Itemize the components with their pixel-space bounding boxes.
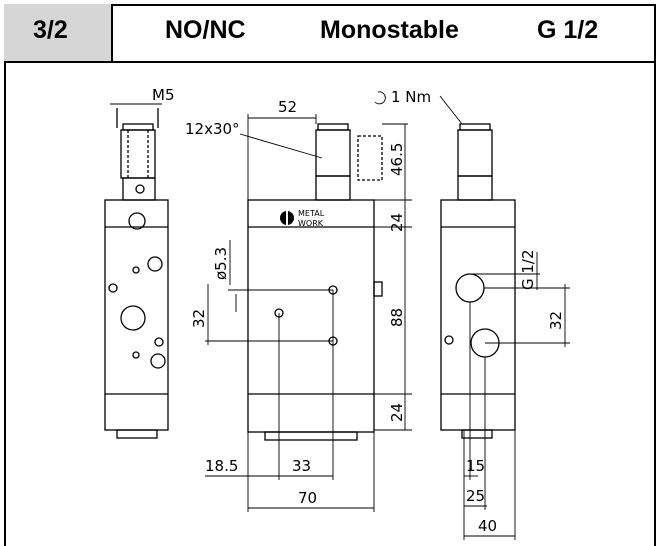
dim-25: 25 [466,487,485,505]
dim-32-left: 32 [190,309,208,328]
header-cell-function [4,4,112,62]
header-port-size: G 1/2 [537,16,599,44]
dim-33: 33 [292,457,311,475]
frame-header-line [4,61,656,63]
dim-70: 70 [298,489,317,507]
dim-88: 88 [388,308,406,327]
dim-port: G 1/2 [519,249,537,290]
dim-diameter: ø5.3 [212,247,230,280]
frame-right [654,4,656,546]
dim-15: 15 [466,457,485,475]
header-stability: Monostable [320,16,459,44]
dim-52: 52 [278,98,297,116]
logo: METAL WORK [280,209,325,228]
header-bar: 3/2 NO/NC Monostable G 1/2 [0,0,660,62]
frame-left [4,62,6,546]
dim-18-5: 18.5 [205,457,238,475]
dim-24-top: 24 [388,213,406,232]
header-function: 3/2 [33,16,68,44]
logo-line1: METAL [298,209,325,218]
dim-torque: 1 Nm [391,88,431,106]
dim-chamfer: 12x30° [185,120,240,138]
right-view [440,123,516,439]
frame-separator [111,4,113,62]
dim-24-bottom: 24 [388,403,406,422]
front-view [247,123,383,441]
dim-46-5: 46.5 [388,143,406,176]
logo-line2: WORK [298,219,324,228]
dim-32-right: 32 [547,311,565,330]
frame-top [112,4,656,6]
dim-m5: M5 [152,86,175,104]
header-type: NO/NC [165,16,246,44]
dimension-lines [110,91,570,540]
dim-40: 40 [478,517,497,535]
left-view [104,108,169,439]
header-cells [112,4,656,62]
dimension-labels: M5 1 Nm 52 12x30° 46.5 24 88 24 ø5.3 32 … [152,86,565,535]
